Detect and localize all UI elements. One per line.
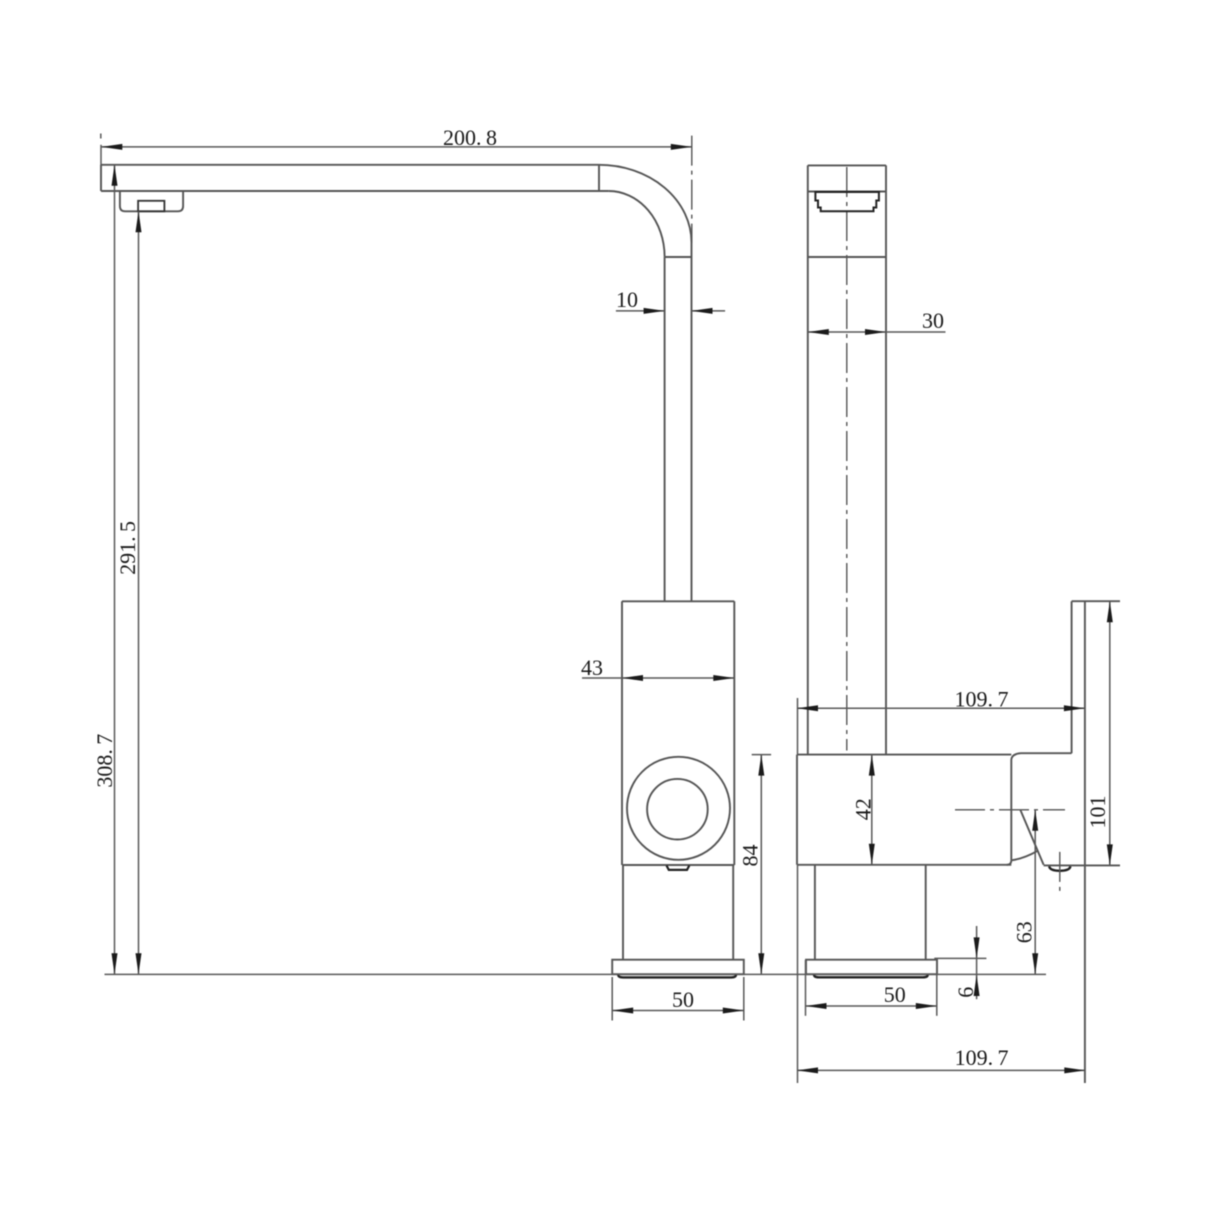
svg-text:291. 5: 291. 5 <box>115 521 140 575</box>
svg-text:30: 30 <box>922 308 944 333</box>
svg-text:42: 42 <box>851 798 876 820</box>
svg-text:63: 63 <box>1012 921 1037 943</box>
svg-text:101: 101 <box>1085 796 1110 829</box>
svg-text:6: 6 <box>953 987 978 998</box>
svg-text:50: 50 <box>884 982 906 1007</box>
svg-text:109. 7: 109. 7 <box>955 1045 1009 1070</box>
svg-text:43: 43 <box>581 655 603 680</box>
svg-text:10: 10 <box>616 287 638 312</box>
svg-text:200. 8: 200. 8 <box>443 125 497 150</box>
svg-text:84: 84 <box>738 845 763 867</box>
svg-text:308. 7: 308. 7 <box>92 734 117 788</box>
svg-text:109. 7: 109. 7 <box>955 686 1009 711</box>
svg-text:50: 50 <box>672 987 694 1012</box>
